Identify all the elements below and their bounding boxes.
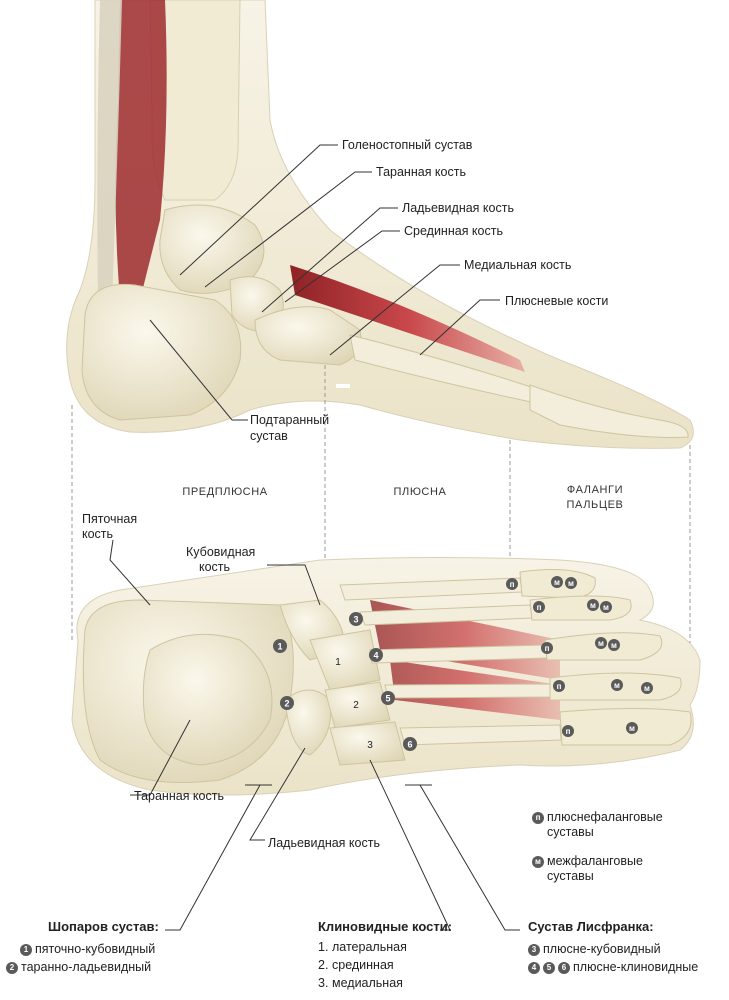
side-muscle-shape xyxy=(290,265,525,372)
legend-chopart-2: таранно-ладьевидный xyxy=(21,960,152,974)
legend-chopart-badge-1: 1 xyxy=(20,943,32,956)
legend-chopart-title: Шопаров сустав: xyxy=(48,919,159,934)
side-calcaneus-shape xyxy=(81,283,242,421)
bone-number-3: 3 xyxy=(367,740,373,751)
legend-m-badge: м xyxy=(532,855,544,868)
badge-m: м xyxy=(629,724,635,733)
legend-mtp-1: плюснефаланговые xyxy=(547,810,663,824)
marker-6-text: 6 xyxy=(407,740,412,750)
badge-m: м xyxy=(614,681,620,690)
marker-6: 6 xyxy=(403,737,417,751)
badge-p: п xyxy=(537,603,542,612)
side-marker-mark xyxy=(336,384,350,388)
legend-cuneiform: Клиновидные кости: 1.латеральная 2.среди… xyxy=(318,918,452,992)
label-cuboid-2: кость xyxy=(199,560,231,574)
legend-cuneiform-n1: 1. xyxy=(318,940,329,954)
side-phalanges-shape xyxy=(529,384,689,438)
legend-lisfranc-1: плюсне-кубовидный xyxy=(543,942,661,956)
label-talus-bottom: Таранная кость xyxy=(134,789,224,803)
bone-number-2: 2 xyxy=(353,700,359,711)
badge-p: п xyxy=(566,727,571,736)
marker-3: 3 xyxy=(349,612,363,626)
label-subtalar-1: Подтаранный xyxy=(250,413,330,427)
legend-cuneiform-2: срединная xyxy=(332,958,394,972)
bottom-navicular-shape xyxy=(284,689,332,756)
badge-m: м xyxy=(644,684,650,693)
marker-4: 4 xyxy=(369,648,383,662)
section-tarsus: ПРЕДПЛЮСНА xyxy=(182,486,268,498)
badge-p: п xyxy=(510,580,515,589)
section-phalanges-2: ПАЛЬЦЕВ xyxy=(566,499,624,511)
section-metatarsus: ПЛЮСНА xyxy=(393,486,447,498)
bottom-cuneiform2-shape xyxy=(324,681,391,729)
legend-lisfranc-badge-6: 6 xyxy=(558,961,570,974)
marker-4-text: 4 xyxy=(373,651,378,661)
legend-cuneiform-3: медиальная xyxy=(332,976,403,990)
badge-m: м xyxy=(603,603,609,612)
bone-markers: 1 2 3 4 5 6 1 2 3 xyxy=(273,612,417,751)
legend-cuneiform-n2: 2. xyxy=(318,958,329,972)
legend-lisfranc-badge-4: 4 xyxy=(528,961,540,974)
legend-lisfranc-badge-5: 5 xyxy=(543,961,555,974)
legend-cuneiform-n3: 3. xyxy=(318,976,329,990)
label-cuboid-1: Кубовидная xyxy=(186,545,256,559)
bottom-view-foot xyxy=(71,557,701,796)
achilles-tendon-shape xyxy=(97,0,122,300)
label-metatarsals: Плюсневые кости xyxy=(505,294,609,308)
legend-p-badge: п xyxy=(532,811,544,824)
label-medial-cuneiform: Медиальная кость xyxy=(464,258,572,272)
section-phalanges-1: ФАЛАНГИ xyxy=(566,484,624,496)
legend-lisfranc-title: Сустав Лисфранка: xyxy=(528,919,654,934)
marker-1: 1 xyxy=(273,639,287,653)
bottom-cuneiform1-shape xyxy=(309,629,381,691)
label-talus-side: Таранная кость xyxy=(376,165,466,179)
legend-lisfranc-2: плюсне-клиновидные xyxy=(573,960,699,974)
badge-p: п xyxy=(545,644,550,653)
label-calcaneus-2: кость xyxy=(82,527,114,541)
leader-lines xyxy=(109,144,520,931)
legend-chopart-1: пяточно-кубовидный xyxy=(35,942,156,956)
marker-2: 2 xyxy=(280,696,294,710)
marker-2-text: 2 xyxy=(284,699,289,709)
badge-p: п xyxy=(557,682,562,691)
bottom-cuneiform3-shape xyxy=(329,721,406,766)
marker-5-text: 5 xyxy=(385,694,390,704)
badge-m: м xyxy=(598,639,604,648)
legend-mtp-2: суставы xyxy=(547,825,594,839)
legend-chopart-badge-2: 2 xyxy=(6,961,18,974)
legend-cuneiform-1: латеральная xyxy=(332,940,407,954)
label-calcaneus-1: Пяточная xyxy=(82,512,138,526)
label-ankle-joint: Голеностопный сустав xyxy=(342,138,473,152)
legend-cuneiform-title: Клиновидные кости: xyxy=(318,919,453,934)
badge-m: м xyxy=(554,578,560,587)
badge-m: м xyxy=(568,579,574,588)
label-navicular-bottom: Ладьевидная кость xyxy=(268,836,380,850)
bone-number-1: 1 xyxy=(335,657,341,668)
marker-1-text: 1 xyxy=(277,642,282,652)
label-intermediate-cuneiform: Срединная кость xyxy=(404,224,503,238)
marker-5: 5 xyxy=(381,691,395,705)
legend-ip-1: межфаланговые xyxy=(547,854,643,868)
label-subtalar-2: сустав xyxy=(250,429,288,443)
badge-m: м xyxy=(611,641,617,650)
calf-muscle-shape xyxy=(115,0,167,300)
badge-m: м xyxy=(590,601,596,610)
label-navicular-side: Ладьевидная кость xyxy=(402,201,514,215)
legend-ip-2: суставы xyxy=(547,869,594,883)
marker-3-text: 3 xyxy=(353,615,358,625)
legend-lisfranc-badge-3: 3 xyxy=(528,943,540,956)
joint-badges: п м м п м м п м м п м м п м xyxy=(506,576,653,737)
bottom-metatarsals xyxy=(339,577,562,746)
bottom-talus-shape xyxy=(142,633,273,766)
side-view-foot xyxy=(66,0,694,449)
